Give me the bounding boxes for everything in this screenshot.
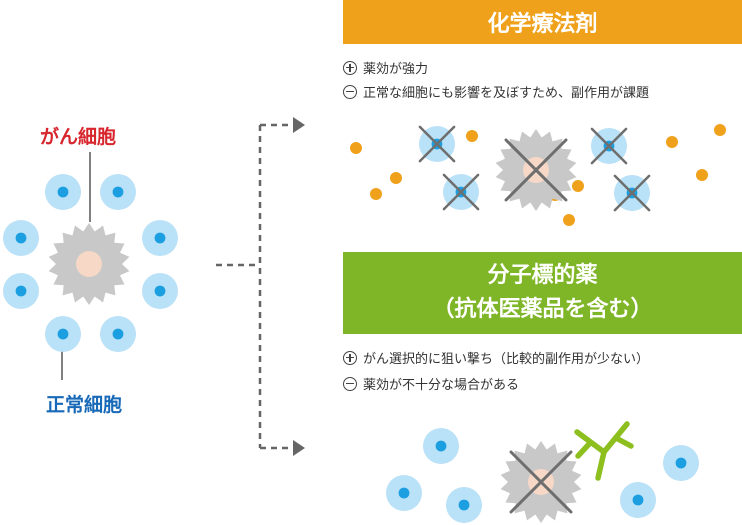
drug-dot — [714, 124, 726, 136]
normal-cell-nucleus — [154, 232, 166, 244]
normal-cell-nucleus — [112, 186, 124, 198]
plus-icon — [343, 350, 357, 365]
targeted-pros-text: がん選択的に狙い撃ち（比較的副作用が少ない） — [363, 352, 650, 367]
cross-mark — [442, 173, 480, 211]
left-cell-cluster — [3, 152, 178, 380]
chemotherapy-title: 化学療法剤 — [487, 12, 598, 37]
targeted-title-line2: （抗体医薬品を含む） — [432, 297, 653, 322]
cross-mark — [590, 127, 628, 165]
normal-cell-nucleus — [15, 232, 27, 244]
plus-icon — [343, 60, 357, 75]
targeted-cons-row: 薬効が不十分な場合がある — [343, 374, 519, 393]
drug-dot — [696, 169, 708, 181]
normal-cell-nucleus — [112, 328, 124, 340]
normal-cell-nucleus — [15, 285, 27, 297]
targeted-title-line1: 分子標的薬 — [487, 263, 598, 288]
targeted-drug-banner: 分子標的薬 （抗体医薬品を含む） — [343, 252, 742, 334]
targeted-pros-row: がん選択的に狙い撃ち（比較的副作用が少ない） — [343, 348, 649, 367]
normal-cell-nucleus — [57, 328, 69, 340]
arrow-head-lower — [293, 440, 305, 456]
drug-dot — [572, 180, 584, 192]
antibody-icon — [574, 421, 634, 481]
chemo-scene — [350, 124, 726, 226]
normal-cell-nucleus — [398, 487, 410, 499]
branch-arrows — [216, 117, 305, 456]
chemo-cons-text: 正常な細胞にも影響を及ぼすため、副作用が課題 — [363, 86, 650, 101]
drug-dot — [466, 130, 478, 142]
normal-cell-nucleus — [154, 285, 166, 297]
cross-mark — [509, 450, 573, 514]
chemo-cancer-cell — [495, 129, 577, 211]
cancer-cell-nucleus — [76, 251, 102, 277]
targeted-cancer-cell — [500, 441, 582, 523]
cancer-cell-label: がん細胞 — [40, 126, 117, 148]
targeted-scene — [386, 421, 699, 523]
drug-dot — [350, 142, 362, 154]
normal-cell-group — [3, 174, 178, 352]
normal-cell-nucleus — [632, 494, 644, 506]
cross-mark — [613, 174, 651, 212]
chemo-cons-row: 正常な細胞にも影響を及ぼすため、副作用が課題 — [343, 82, 649, 101]
normal-cell-nucleus — [57, 186, 69, 198]
normal-cell-label: 正常細胞 — [46, 394, 123, 416]
chemotherapy-banner: 化学療法剤 — [343, 0, 742, 44]
drug-dot — [666, 136, 678, 148]
cancer-cell — [48, 223, 130, 305]
minus-icon — [343, 376, 357, 391]
chemo-normal-cells — [418, 125, 651, 212]
chemo-pros-row: 薬効が強力 — [343, 58, 428, 77]
cross-mark — [504, 138, 568, 202]
drug-dot — [563, 214, 575, 226]
targeted-cons-text: 薬効が不十分な場合がある — [363, 378, 520, 393]
normal-cell-nucleus — [675, 457, 687, 469]
cross-mark — [418, 125, 456, 163]
normal-cell-nucleus — [458, 499, 470, 511]
minus-icon — [343, 84, 357, 99]
drug-dot — [390, 172, 402, 184]
chemo-pros-text: 薬効が強力 — [363, 62, 429, 77]
drug-dot — [370, 188, 382, 200]
arrow-head-upper — [293, 117, 305, 133]
targeted-normal-cells — [386, 428, 699, 523]
normal-cell-nucleus — [435, 440, 447, 452]
